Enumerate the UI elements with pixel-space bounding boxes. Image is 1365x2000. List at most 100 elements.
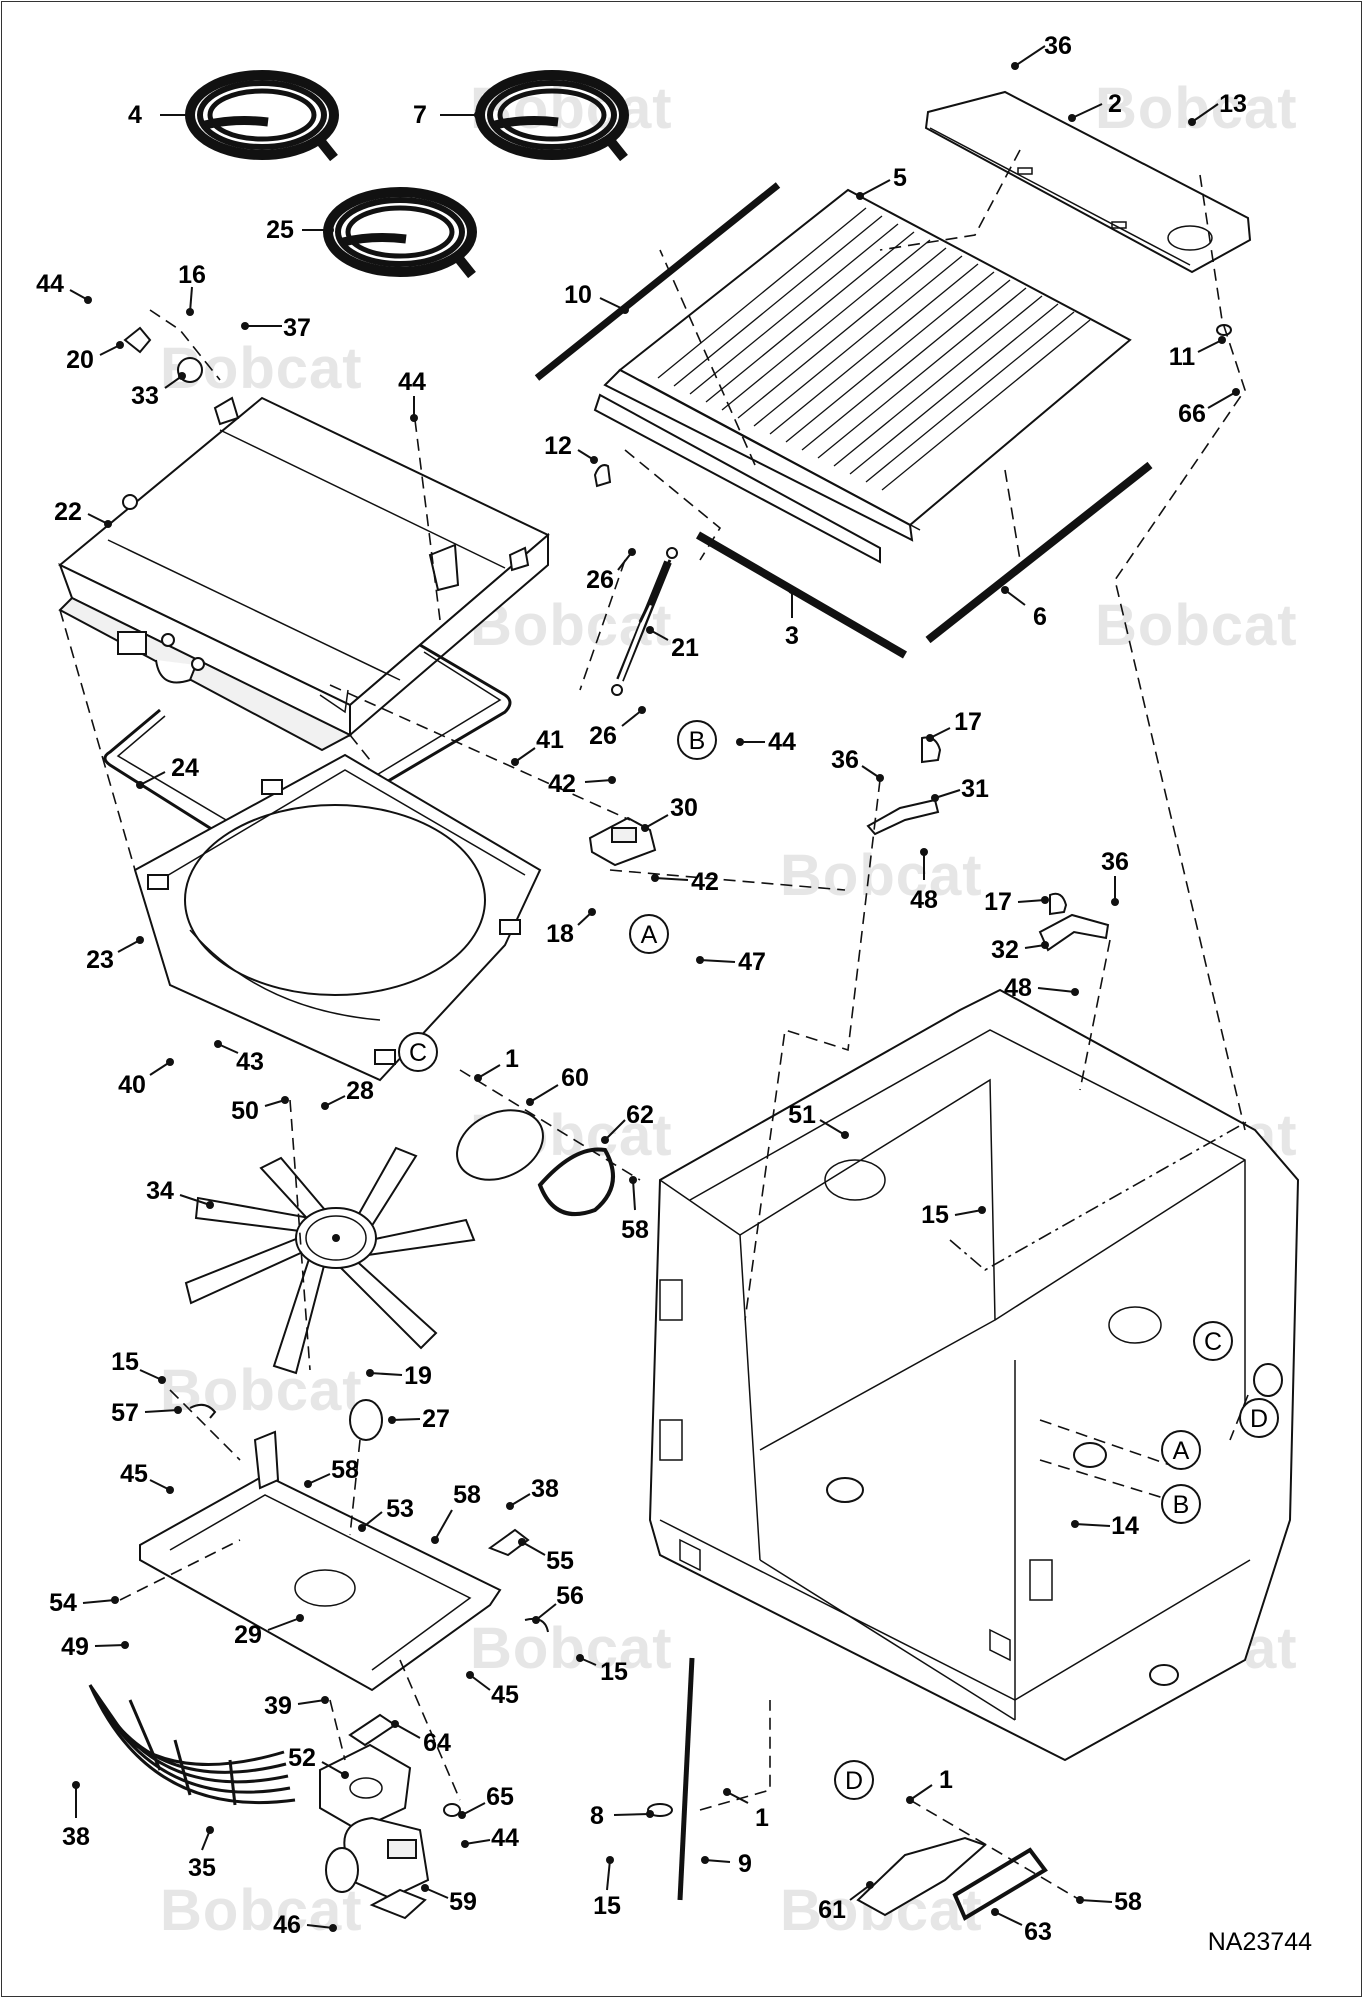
fastener-dot bbox=[1041, 896, 1049, 904]
leader-line bbox=[469, 1674, 491, 1691]
fastener-dot bbox=[608, 776, 616, 784]
fastener-dot bbox=[866, 1881, 874, 1889]
part-callout: 17 bbox=[954, 708, 982, 736]
fastener-dot bbox=[788, 586, 796, 594]
fastener-dot bbox=[474, 111, 482, 119]
part-callout: 36 bbox=[1101, 848, 1129, 876]
leader-line bbox=[613, 1813, 651, 1816]
fastener-dot bbox=[474, 1074, 482, 1082]
reference-marker-circle bbox=[629, 914, 669, 954]
part-callout: 54 bbox=[49, 1589, 77, 1617]
leader-line bbox=[819, 1119, 846, 1136]
fastener-dot bbox=[410, 414, 418, 422]
fastener-dot bbox=[104, 520, 112, 528]
part-callout: 3 bbox=[785, 622, 799, 650]
leader-line bbox=[621, 709, 643, 727]
reference-marker-label: D bbox=[845, 1767, 863, 1795]
part-callout: 60 bbox=[561, 1064, 589, 1092]
leader-line bbox=[699, 959, 736, 963]
leader-line bbox=[994, 1911, 1023, 1926]
fastener-dot bbox=[304, 1480, 312, 1488]
part-callout: 44 bbox=[36, 270, 64, 298]
part-callout: 23 bbox=[86, 946, 114, 974]
leader-line bbox=[632, 1179, 636, 1211]
fastener-dot bbox=[876, 774, 884, 782]
leader-line bbox=[139, 1369, 163, 1381]
part-callout: 35 bbox=[188, 1854, 216, 1882]
leader-line bbox=[361, 1511, 383, 1529]
part-callout: 46 bbox=[273, 1911, 301, 1939]
reference-marker-label: D bbox=[1250, 1405, 1268, 1433]
leader-line bbox=[599, 297, 626, 311]
watermark: Bobcat bbox=[1095, 593, 1298, 658]
fastener-dot bbox=[651, 874, 659, 882]
leader-line bbox=[1017, 899, 1046, 903]
part-callout: 15 bbox=[593, 1892, 621, 1920]
leader-line bbox=[477, 1064, 501, 1079]
part-callout: 1 bbox=[939, 1766, 953, 1794]
fastener-dot bbox=[931, 794, 939, 802]
fastener-dot bbox=[166, 1058, 174, 1066]
leader-line bbox=[1197, 339, 1223, 353]
part-callout: 66 bbox=[1178, 400, 1206, 428]
part-callout: 40 bbox=[118, 1071, 146, 1099]
leader-line bbox=[954, 1209, 983, 1216]
fastener-dot bbox=[388, 1416, 396, 1424]
fastener-dot bbox=[588, 908, 596, 916]
reference-marker-circle bbox=[398, 1032, 438, 1072]
fastener-dot bbox=[723, 1788, 731, 1796]
fan-motor bbox=[319, 1743, 430, 1920]
leader-line bbox=[1079, 1899, 1113, 1903]
fastener-dot bbox=[178, 372, 186, 380]
fastener-dot bbox=[926, 734, 934, 742]
fastener-dot bbox=[641, 824, 649, 832]
assembly-lines bbox=[59, 149, 1251, 1901]
part-callout: 2 bbox=[1108, 90, 1122, 118]
fastener-dot bbox=[906, 1796, 914, 1804]
fastener-dot bbox=[736, 738, 744, 746]
part-callout: 34 bbox=[146, 1177, 174, 1205]
part-callout: 26 bbox=[589, 722, 617, 750]
gasket-63 bbox=[952, 1847, 1048, 1921]
part-callout: 53 bbox=[386, 1495, 414, 1523]
fastener-dot bbox=[458, 1811, 466, 1819]
part-callout: 58 bbox=[331, 1456, 359, 1484]
fastener-dot bbox=[111, 1596, 119, 1604]
part-callout: 56 bbox=[556, 1582, 584, 1610]
part-callout: 38 bbox=[531, 1475, 559, 1503]
leader-line bbox=[307, 1473, 331, 1485]
part-callout: 31 bbox=[961, 775, 989, 803]
part-callout: 5 bbox=[893, 164, 907, 192]
fastener-dot bbox=[1001, 586, 1009, 594]
fastener-dot bbox=[136, 936, 144, 944]
part-callout: 19 bbox=[404, 1362, 432, 1390]
fastener-dot bbox=[590, 456, 598, 464]
leader-line bbox=[1074, 1523, 1111, 1527]
fastener-dot bbox=[84, 296, 92, 304]
fastener-dot bbox=[466, 1671, 474, 1679]
leader-line bbox=[369, 1372, 403, 1376]
fastener-dot bbox=[329, 1924, 337, 1932]
part-callout: 44 bbox=[768, 728, 796, 756]
fastener-dot bbox=[601, 1136, 609, 1144]
fastener-dot bbox=[1076, 1896, 1084, 1904]
leader-line bbox=[521, 1541, 546, 1556]
part-callout: 26 bbox=[586, 566, 614, 594]
part-callout: 52 bbox=[288, 1744, 316, 1772]
fastener-dot bbox=[136, 781, 144, 789]
leader-line bbox=[139, 771, 166, 786]
cooler-core bbox=[593, 188, 1132, 564]
leader-line bbox=[849, 1884, 871, 1901]
part-callout: 62 bbox=[626, 1101, 654, 1129]
part-callout: 36 bbox=[1044, 32, 1072, 60]
leader-line bbox=[189, 286, 193, 313]
reference-marker-label: B bbox=[689, 727, 706, 755]
leader-line bbox=[82, 1599, 116, 1604]
fastener-dot bbox=[241, 322, 249, 330]
part-callout: 12 bbox=[544, 432, 572, 460]
fastener-dot bbox=[366, 1369, 374, 1377]
part-callout: 48 bbox=[910, 886, 938, 914]
part-callout: 49 bbox=[61, 1633, 89, 1661]
